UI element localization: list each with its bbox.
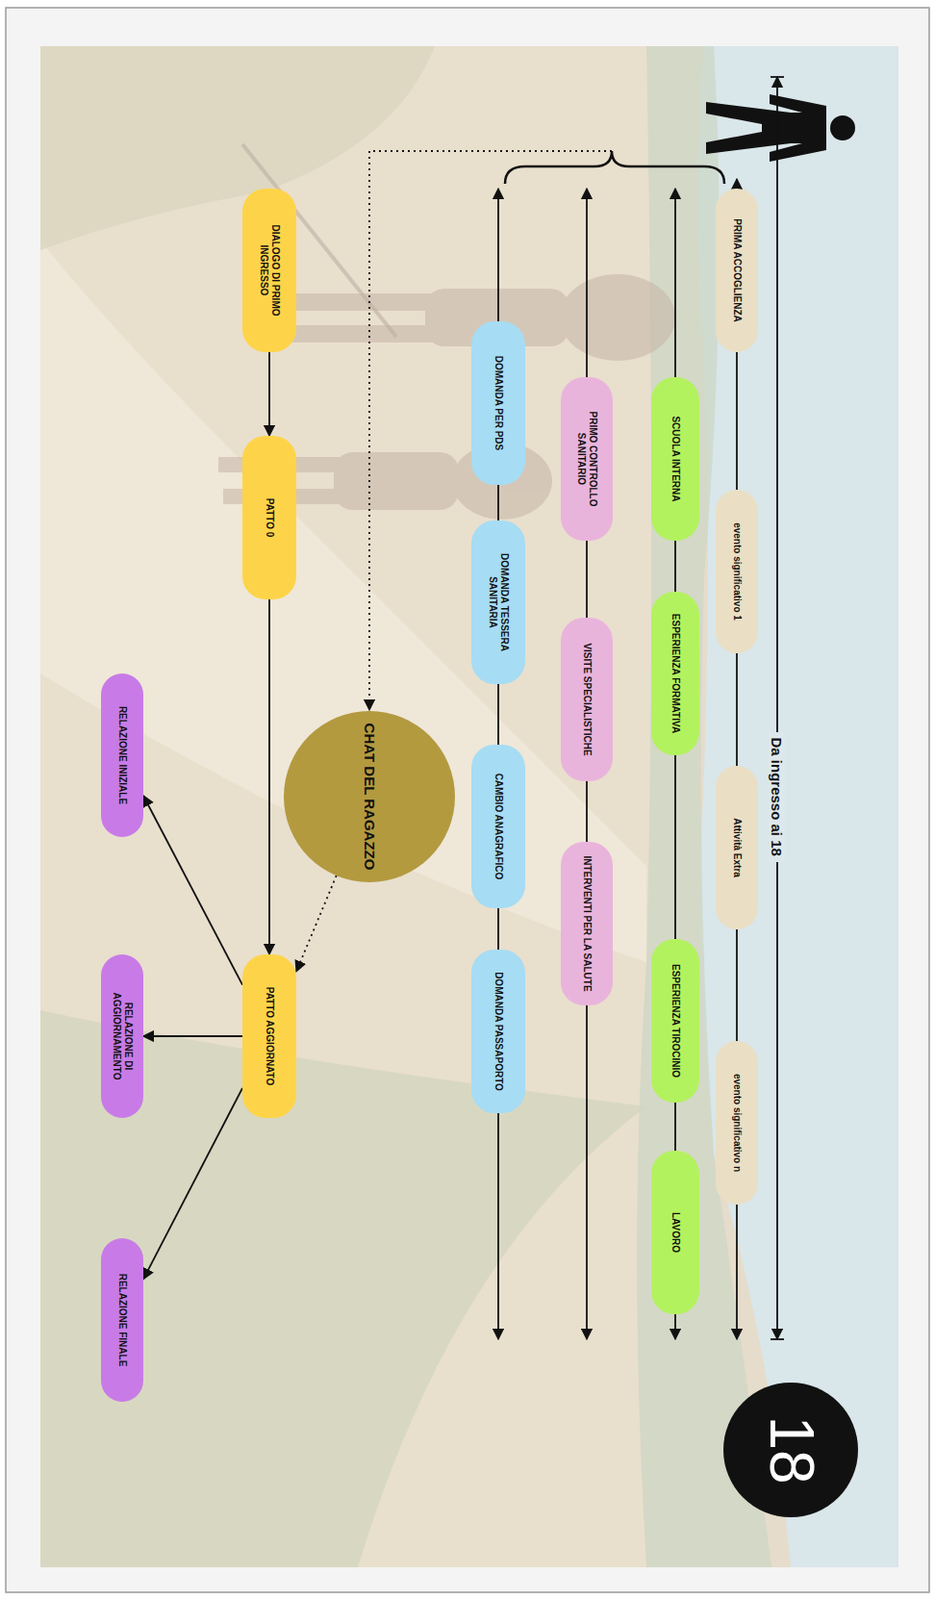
connector	[674, 755, 677, 939]
pact-step: PATTO AGGIORNATO	[242, 954, 297, 1118]
node-text: INTERVENTI PER LA SALUTE	[581, 855, 593, 991]
timeline-event: PRIMA ACCOGLIENZA	[715, 188, 759, 353]
span-label: Da ingresso ai 18	[769, 732, 786, 862]
connector	[735, 929, 738, 1041]
node-text: RELAZIONE INIZIALE	[116, 706, 128, 805]
education-step: ESPERIENZA FORMATIVA	[651, 591, 700, 756]
timeline-event: evento significativo n	[715, 1040, 759, 1205]
node-text: PATTO AGGIORNATO	[263, 986, 276, 1087]
node-text: DOMANDA PER PDS	[492, 355, 505, 452]
node-text: ESPERIENZA FORMATIVA	[669, 613, 682, 733]
timeline-event: evento significativo 1	[715, 489, 759, 654]
node-text: LAVORO	[669, 1212, 682, 1253]
report-box: RELAZIONE FINALE	[101, 1238, 144, 1402]
education-step: ESPERIENZA TIROCINIO	[651, 938, 700, 1103]
connector	[497, 683, 500, 745]
report-box: RELAZIONE INIZIALE	[101, 673, 144, 837]
node-text: evento significativo 1	[731, 522, 743, 621]
connector	[674, 1102, 677, 1151]
connector	[735, 653, 738, 766]
connector	[143, 795, 243, 986]
education-step: SCUOLA INTERNA	[651, 377, 700, 541]
node-text: CAMBIO ANAGRAFICO	[492, 773, 505, 881]
connector	[497, 484, 500, 521]
health-step: PRIMO CONTROLLO SANITARIO	[560, 377, 613, 541]
connector	[268, 599, 271, 955]
connector	[497, 908, 500, 950]
node-text: RELAZIONE FINALE	[116, 1273, 128, 1367]
age-circle: 18	[723, 1382, 859, 1517]
age-span-line	[776, 76, 779, 1340]
node-text: PATTO 0	[263, 498, 276, 538]
connector	[674, 540, 677, 592]
timeline-event: Attività Extra	[715, 765, 759, 930]
health-step: INTERVENTI PER LA SALUTE	[560, 841, 613, 1006]
connector	[735, 352, 738, 490]
node-text: evento significativo n	[731, 1073, 743, 1172]
document-step: DOMANDA TESSERA SANITARIA	[471, 520, 526, 684]
document-step: CAMBIO ANAGRAFICO	[471, 744, 526, 909]
connector	[268, 352, 271, 436]
connector	[143, 1087, 243, 1280]
document-step: DOMANDA PER PDS	[471, 321, 526, 485]
pact-step: PATTO 0	[242, 435, 297, 600]
connector	[296, 875, 337, 972]
connector	[143, 1035, 243, 1037]
node-text: Attività Extra	[731, 817, 743, 878]
chat-circle: CHAT DEL RAGAZZO	[283, 710, 455, 883]
connector	[585, 781, 588, 842]
node-text: SCUOLA INTERNA	[669, 415, 682, 502]
node-text: RELAZIONE DI AGGIORNAMENTO	[110, 965, 134, 1107]
node-text: DIALOGO DI PRIMO INGRESSO	[257, 200, 281, 341]
group-brace	[505, 151, 725, 184]
node-text: VISITE SPECIALISTICHE	[581, 642, 593, 756]
connector	[585, 540, 588, 618]
document-step: DOMANDA PASSAPORTO	[471, 949, 526, 1113]
node-text: DOMANDA TESSERA SANITARIA	[486, 531, 510, 673]
health-step: VISITE SPECIALISTICHE	[560, 617, 613, 782]
node-text: PRIMA ACCOGLIENZA	[731, 218, 743, 323]
person-icon	[706, 94, 856, 162]
node-text: 18	[755, 1415, 827, 1484]
pact-step: DIALOGO DI PRIMO INGRESSO	[242, 188, 297, 353]
node-text: ESPERIENZA TIROCINIO	[669, 963, 682, 1078]
node-text: PRIMO CONTROLLO SANITARIO	[575, 388, 599, 530]
education-step: LAVORO	[651, 1150, 700, 1315]
node-text: CHAT DEL RAGAZZO	[360, 723, 378, 871]
node-text: DOMANDA PASSAPORTO	[492, 971, 505, 1091]
row-lines	[498, 178, 737, 1340]
report-box: RELAZIONE DI AGGIORNAMENTO	[101, 954, 144, 1118]
